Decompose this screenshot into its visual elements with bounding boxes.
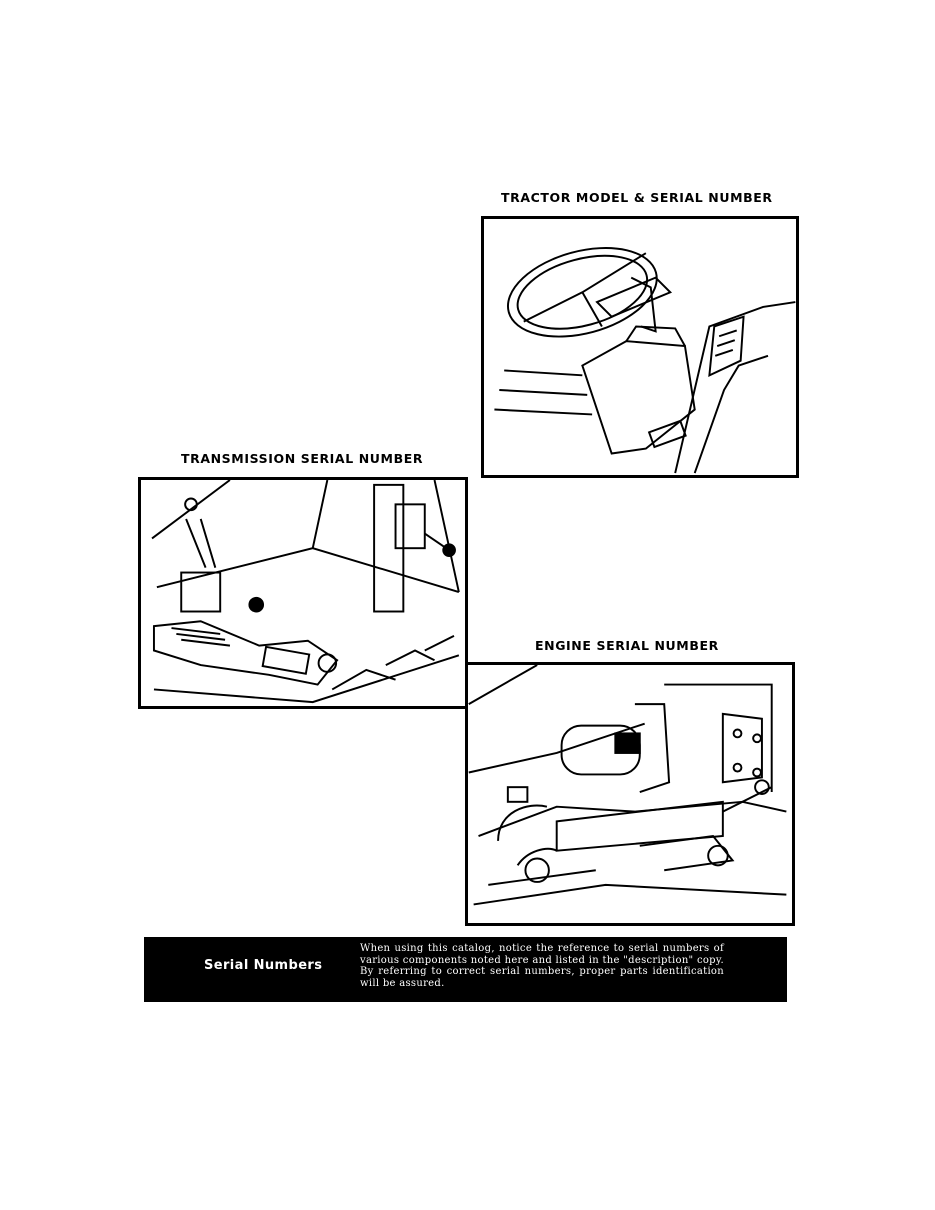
transmission-drawing: [151, 480, 460, 704]
banner-description: When using this catalog, notice the refe…: [360, 943, 724, 989]
engine-drawing: [468, 665, 787, 906]
engine-serial-caption: ENGINE SERIAL NUMBER: [535, 638, 719, 653]
tractor-serial-caption: TRACTOR MODEL & SERIAL NUMBER: [501, 190, 773, 205]
transmission-serial-illustration: [138, 477, 468, 709]
tractor-serial-illustration: [481, 216, 799, 478]
serial-numbers-banner: Serial Numbers When using this catalog, …: [144, 937, 787, 1002]
engine-serial-illustration: [465, 662, 795, 926]
steering-wheel-drawing: [494, 247, 796, 474]
transmission-serial-caption: TRANSMISSION SERIAL NUMBER: [181, 451, 424, 466]
banner-title: Serial Numbers: [204, 958, 323, 973]
